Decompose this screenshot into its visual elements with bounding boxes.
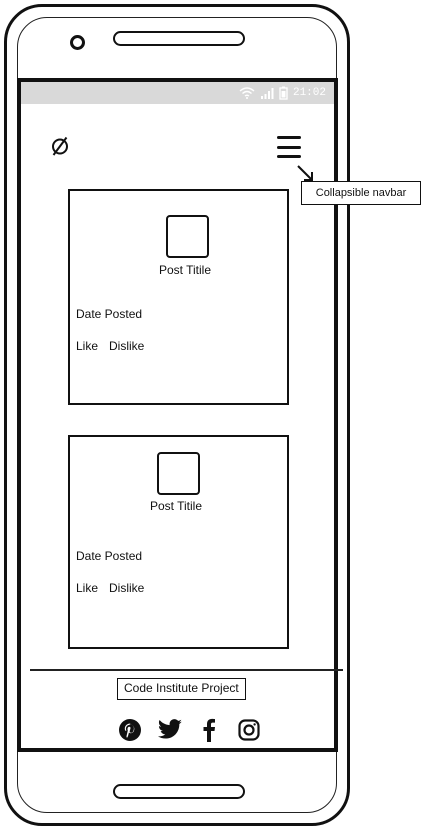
post-card[interactable]: Post Titile Date Posted Like Dislike	[68, 435, 289, 649]
empty-set-logo-icon[interactable]	[50, 136, 70, 156]
facebook-icon[interactable]	[196, 717, 222, 743]
post-thumbnail	[166, 215, 209, 258]
twitter-icon[interactable]	[157, 717, 183, 743]
social-links	[117, 716, 262, 744]
post-reactions: Like Dislike	[76, 339, 144, 353]
annotation-callout: Collapsible navbar	[301, 181, 421, 205]
front-camera	[70, 35, 85, 50]
footer-divider	[30, 669, 343, 671]
hamburger-line	[277, 155, 301, 158]
like-button[interactable]: Like	[76, 581, 99, 595]
phone-screen: 21:02 Post Titile Date Posted Like Disli…	[17, 78, 338, 752]
dislike-button[interactable]: Dislike	[109, 581, 145, 595]
home-button	[113, 784, 245, 799]
hamburger-line	[277, 136, 301, 139]
earpiece-speaker	[113, 31, 245, 46]
like-button[interactable]: Like	[76, 339, 99, 353]
post-date: Date Posted	[76, 307, 143, 321]
status-bar: 21:02	[21, 82, 334, 104]
dislike-button[interactable]: Dislike	[109, 339, 145, 353]
annotation-arrow-icon	[297, 165, 313, 181]
hamburger-menu-icon[interactable]	[277, 136, 301, 158]
post-card[interactable]: Post Titile Date Posted Like Dislike	[68, 189, 289, 405]
post-title: Post Titile	[150, 499, 203, 513]
hamburger-line	[277, 145, 301, 149]
footer-project-label: Code Institute Project	[117, 678, 246, 700]
status-time: 21:02	[292, 87, 326, 99]
signal-icon	[260, 88, 274, 99]
instagram-icon[interactable]	[236, 717, 262, 743]
battery-icon	[279, 86, 288, 100]
post-title: Post Titile	[159, 263, 212, 277]
wifi-icon	[239, 87, 255, 99]
post-thumbnail	[157, 452, 200, 495]
pinterest-icon[interactable]	[117, 717, 143, 743]
post-date: Date Posted	[76, 549, 143, 563]
post-reactions: Like Dislike	[76, 581, 144, 595]
